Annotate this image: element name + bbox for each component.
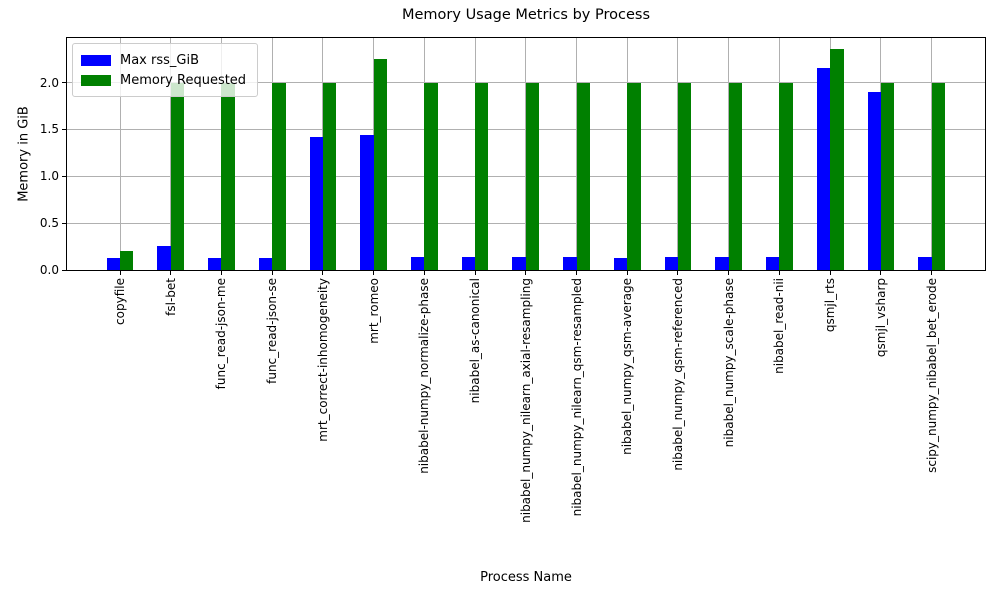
x-tick-label: nibabel_numpy_nilearn_qsm-resampled: [569, 278, 584, 517]
x-tick-label: copyfile: [113, 278, 127, 325]
x-tick-label: nibabel_numpy_scale-phase: [721, 278, 736, 448]
legend-label-max-rss: Max rss_GiB: [120, 52, 200, 68]
x-tick-label: nibabel_read-nii: [772, 278, 787, 374]
x-tick-label: nibabel_numpy_qsm-average: [620, 278, 635, 455]
bar-memory-requested: [677, 82, 692, 270]
bar-memory-requested: [373, 59, 388, 270]
plot-area: [66, 37, 986, 271]
x-tick-label: mrt_romeo: [366, 278, 381, 344]
x-tick: [373, 271, 375, 275]
x-tick-label: func_read-json-se: [265, 278, 280, 384]
legend-entry-memory-requested: Memory Requested: [81, 70, 246, 90]
x-tick: [931, 271, 933, 275]
bar-max-rss-gib: [157, 245, 171, 270]
x-tick: [423, 271, 425, 275]
bar-memory-requested: [322, 82, 337, 270]
bar-max-rss-gib: [461, 256, 476, 270]
x-tick-label: fsl-bet: [163, 278, 178, 316]
x-tick-label: nibabel_numpy_nilearn_axial-resampling: [518, 278, 533, 523]
x-tick-label: func_read-json-me: [214, 278, 229, 390]
bar-memory-requested: [627, 82, 641, 270]
x-tick: [170, 271, 172, 275]
bar-max-rss-gib: [512, 256, 526, 270]
x-axis-label: Process Name: [480, 570, 572, 585]
y-tick-label: 0.0: [39, 263, 59, 277]
bar-max-rss-gib: [664, 256, 678, 270]
x-tick: [728, 271, 730, 275]
bar-memory-requested: [830, 48, 844, 270]
bar-memory-requested: [120, 251, 134, 270]
x-tick: [322, 271, 324, 275]
x-tick: [525, 271, 527, 275]
x-tick-label: qsmjl_rts: [823, 278, 838, 333]
x-tick: [119, 271, 121, 275]
x-tick-label: nibabel-numpy_normalize-phase: [417, 278, 432, 474]
bar-max-rss-gib: [410, 256, 425, 270]
legend-swatch-memory-requested: [81, 74, 111, 86]
bar-memory-requested: [272, 82, 286, 270]
bar-memory-requested: [424, 82, 438, 270]
bar-max-rss-gib: [867, 91, 881, 270]
bar-memory-requested: [170, 82, 185, 270]
bar-max-rss-gib: [715, 256, 729, 270]
y-tick-label: 0.5: [39, 216, 59, 231]
y-axis-label: Memory in GiB: [16, 106, 32, 202]
legend-entry-max-rss: Max rss_GiB: [81, 50, 246, 70]
bar-memory-requested: [525, 82, 540, 270]
bar-max-rss-gib: [918, 256, 932, 270]
bar-max-rss-gib: [563, 256, 577, 270]
x-tick-label: nibabel_numpy_qsm-referenced: [670, 278, 685, 471]
x-tick: [271, 271, 273, 275]
bar-memory-requested: [779, 82, 793, 270]
bar-memory-requested: [728, 82, 743, 270]
bar-max-rss-gib: [360, 135, 374, 270]
x-tick: [778, 271, 780, 275]
bar-max-rss-gib: [613, 257, 628, 270]
bar-max-rss-gib: [208, 257, 222, 270]
x-tick: [474, 271, 476, 275]
bar-max-rss-gib: [106, 257, 120, 270]
y-tick-label: 2.0: [39, 75, 59, 90]
gridline-vertical: [119, 38, 121, 270]
legend: Max rss_GiB Memory Requested: [72, 43, 259, 97]
bar-max-rss-gib: [766, 256, 780, 270]
bar-memory-requested: [880, 82, 895, 270]
chart-title: Memory Usage Metrics by Process: [401, 7, 650, 23]
legend-swatch-max-rss: [81, 54, 111, 66]
x-tick: [220, 271, 222, 275]
bar-memory-requested: [475, 82, 489, 270]
x-tick: [677, 271, 679, 275]
legend-label-memory-requested: Memory Requested: [120, 72, 247, 88]
bar-memory-requested: [931, 82, 946, 270]
x-tick-label: scipy_numpy_nibabel_bet_erode: [924, 278, 939, 473]
x-tick: [576, 271, 578, 275]
bar-max-rss-gib: [258, 257, 273, 270]
bar-max-rss-gib: [816, 67, 831, 270]
x-tick-label: mrt_correct-inhomogeneity: [315, 278, 330, 442]
x-tick-label: qsmjl_vsharp: [873, 278, 888, 358]
bar-memory-requested: [576, 82, 590, 270]
bar-max-rss-gib: [309, 136, 323, 270]
x-tick: [880, 271, 882, 275]
x-tick-label: nibabel_as-canonical: [468, 278, 483, 404]
x-tick: [829, 271, 831, 275]
bar-memory-requested: [221, 82, 235, 270]
x-tick: [626, 271, 628, 275]
